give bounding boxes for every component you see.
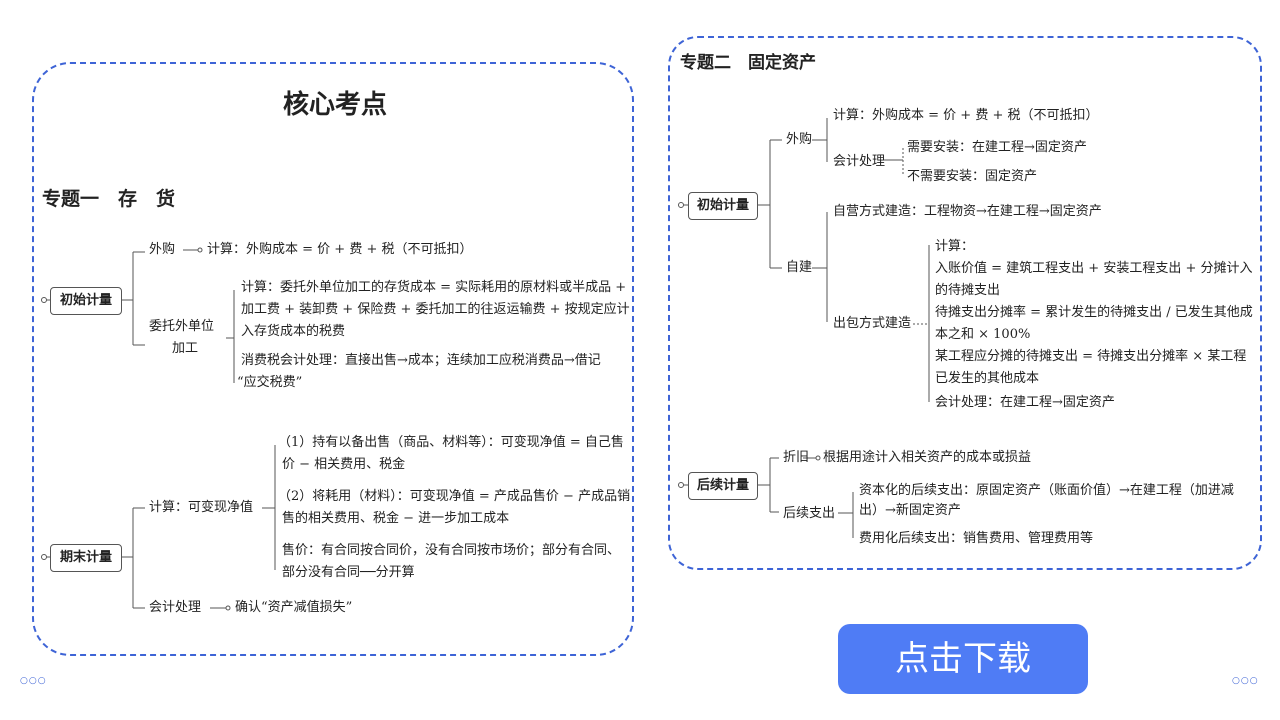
fa-depreciation-value: 根据用途计入相关资产的成本或损益 bbox=[823, 450, 1032, 465]
fa-revenue-expense: 费用化后续支出：销售费用、管理费用等 bbox=[859, 531, 1094, 546]
nrv-item2-line1: （2）将耗用（材料）：可变现净值 = 产成品售价 − 产成品销 bbox=[278, 489, 631, 504]
fa-no-install: 不需要安装：固定资产 bbox=[907, 169, 1038, 184]
fa-entry-value-line2: 的待摊支出 bbox=[935, 283, 1001, 298]
node-initial-measurement: 初始计量 bbox=[50, 287, 122, 315]
price-line2: 部分没有合同──分开算 bbox=[282, 565, 415, 580]
fa-alloc-line2: 已发生的其他成本 bbox=[935, 371, 1040, 386]
left-panel-frame bbox=[32, 62, 634, 656]
section-title-inventory: 专题一 存 货 bbox=[42, 188, 176, 210]
dots-icon-left: ○○○ bbox=[20, 676, 47, 686]
node-fa-accounting: 会计处理 bbox=[833, 154, 886, 169]
node-fa-initial-measurement: 初始计量 bbox=[688, 192, 758, 220]
fa-capital-line1: 资本化的后续支出：原固定资产（账面价值）→在建工程（加进减 bbox=[859, 483, 1234, 498]
node-fa-depreciation: 折旧 bbox=[783, 450, 810, 465]
node-purchase: 外购 bbox=[149, 242, 176, 257]
right-panel-frame bbox=[668, 36, 1262, 570]
fa-rate-line1: 待摊支出分摊率 = 累计发生的待摊支出 / 已发生其他成 bbox=[935, 305, 1253, 320]
node-fa-purchase: 外购 bbox=[786, 132, 813, 147]
excise-line1: 消费税会计处理：直接出售→成本；连续加工应税消费品→借记 bbox=[241, 353, 601, 368]
fa-purchase-calc: 计算：外购成本 = 价 + 费 + 税（不可抵扣） bbox=[833, 108, 1099, 123]
fa-rate-line2: 本之和 × 100% bbox=[935, 327, 1031, 342]
page-title: 核心考点 bbox=[283, 90, 388, 120]
fa-calc-head: 计算： bbox=[935, 239, 975, 254]
price-line1: 售价：有合同按合同价，没有合同按市场价；部分有合同、 bbox=[282, 543, 621, 558]
node-entrust-line2: 加工 bbox=[172, 341, 199, 356]
excise-line2: “应交税费” bbox=[237, 375, 303, 390]
fa-capital-line2: 出）→新固定资产 bbox=[859, 503, 961, 518]
entrust-calc-line1: 计算：委托外单位加工的存货成本 = 实际耗用的原材料或半成品 + bbox=[241, 280, 627, 295]
node-fa-subsequent-expense: 后续支出 bbox=[783, 506, 836, 521]
node-fa-contract: 出包方式建造 bbox=[833, 316, 912, 331]
fa-need-install: 需要安装：在建工程→固定资产 bbox=[907, 140, 1087, 155]
accounting-value: 确认“资产减值损失” bbox=[235, 600, 353, 615]
node-nrv-calc: 计算：可变现净值 bbox=[149, 500, 254, 515]
node-entrust-line1: 委托外单位 bbox=[149, 319, 215, 334]
dots-icon-right: ○○○ bbox=[1232, 676, 1259, 686]
nrv-item2-line2: 售的相关费用、税金 − 进一步加工成本 bbox=[282, 511, 510, 526]
node-fa-subsequent-measurement: 后续计量 bbox=[688, 472, 758, 500]
fa-entry-value-line1: 入账价值 = 建筑工程支出 + 安装工程支出 + 分摊计入 bbox=[935, 261, 1253, 276]
entrust-calc-line3: 入存货成本的税费 bbox=[241, 324, 346, 339]
node-fa-self-build: 自建 bbox=[786, 260, 813, 275]
node-ending-measurement: 期末计量 bbox=[50, 544, 122, 572]
fa-contract-accounting: 会计处理：在建工程→固定资产 bbox=[935, 395, 1115, 410]
download-button[interactable]: 点击下载 bbox=[838, 624, 1088, 694]
nrv-item1-line2: 价 − 相关费用、税金 bbox=[282, 457, 406, 472]
purchase-calc-text: 计算：外购成本 = 价 + 费 + 税（不可抵扣） bbox=[207, 242, 473, 257]
section-title-fixed-assets: 专题二 固定资产 bbox=[680, 53, 816, 73]
fa-alloc-line1: 某工程应分摊的待摊支出 = 待摊支出分摊率 × 某工程 bbox=[935, 349, 1247, 364]
entrust-calc-line2: 加工费 + 装卸费 + 保险费 + 委托加工的往返运输费 + 按规定应计 bbox=[241, 302, 630, 317]
nrv-item1-line1: （1）持有以备出售（商品、材料等）：可变现净值 = 自己售 bbox=[278, 435, 624, 450]
node-accounting: 会计处理 bbox=[149, 600, 202, 615]
fa-self-operated: 自营方式建造：工程物资→在建工程→固定资产 bbox=[833, 204, 1102, 219]
